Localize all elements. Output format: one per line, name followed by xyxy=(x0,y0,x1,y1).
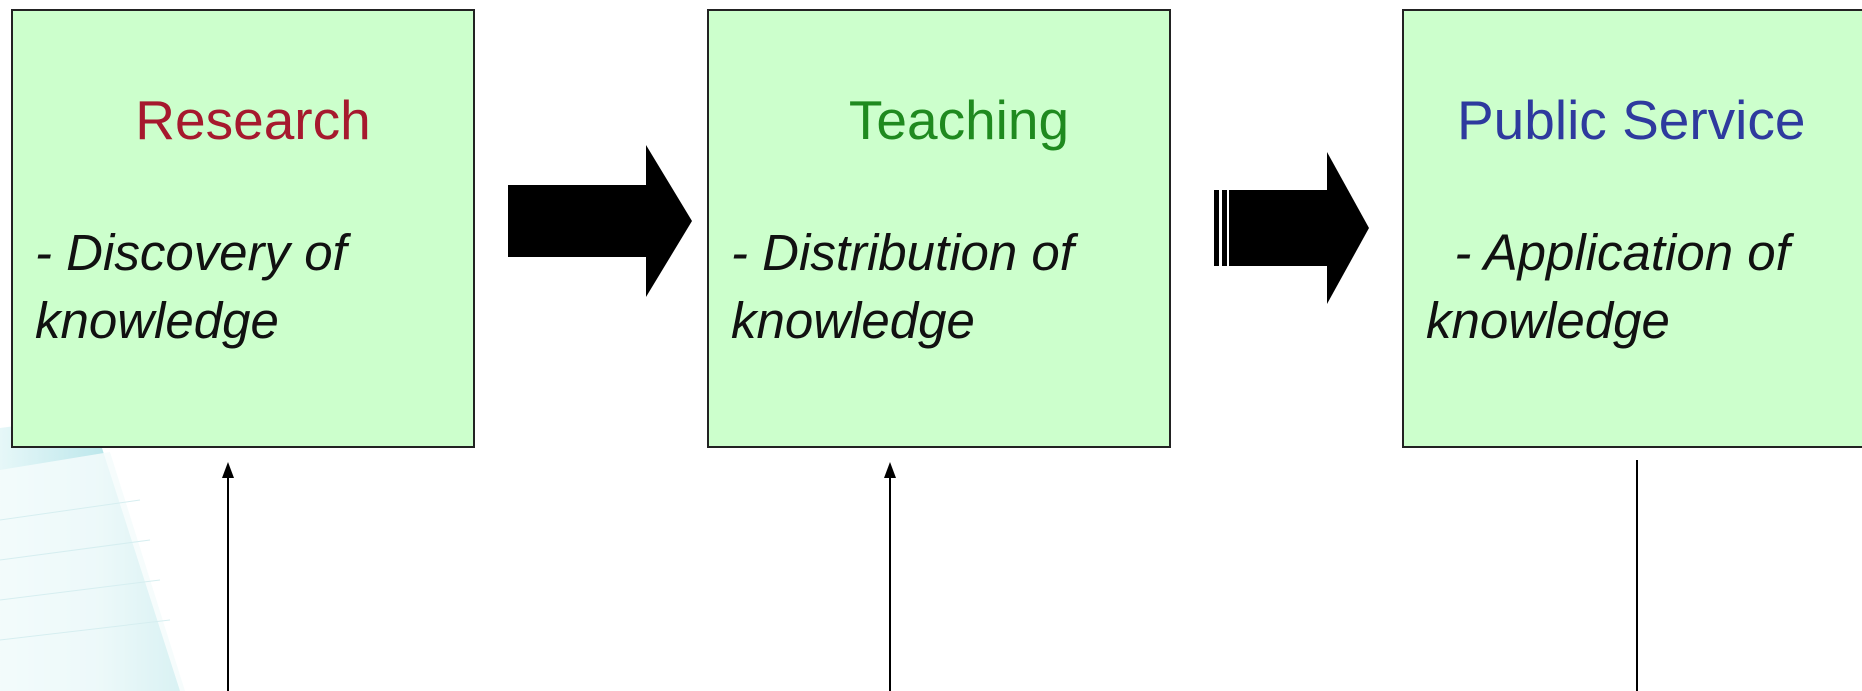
right-block-arrow-1 xyxy=(508,145,692,297)
public-service-title: Public Service xyxy=(1457,89,1806,151)
research-description: - Discovery of knowledge xyxy=(35,224,347,349)
teaching-box: Teaching - Distribution of knowledge xyxy=(707,9,1171,448)
public-service-description: - Application of knowledge xyxy=(1426,224,1804,349)
notebook-decoration xyxy=(0,416,185,691)
public-service-line xyxy=(1636,460,1638,691)
teaching-up-arrow xyxy=(884,462,896,691)
research-title: Research xyxy=(135,89,371,151)
teaching-title: Teaching xyxy=(848,89,1070,151)
research-box: Research - Discovery of knowledge xyxy=(11,9,475,448)
teaching-description: - Distribution of knowledge xyxy=(731,224,1074,349)
research-up-arrow xyxy=(222,462,234,691)
public-service-box: Public Service - Application of knowledg… xyxy=(1402,9,1862,448)
right-striped-arrow xyxy=(1214,152,1369,304)
